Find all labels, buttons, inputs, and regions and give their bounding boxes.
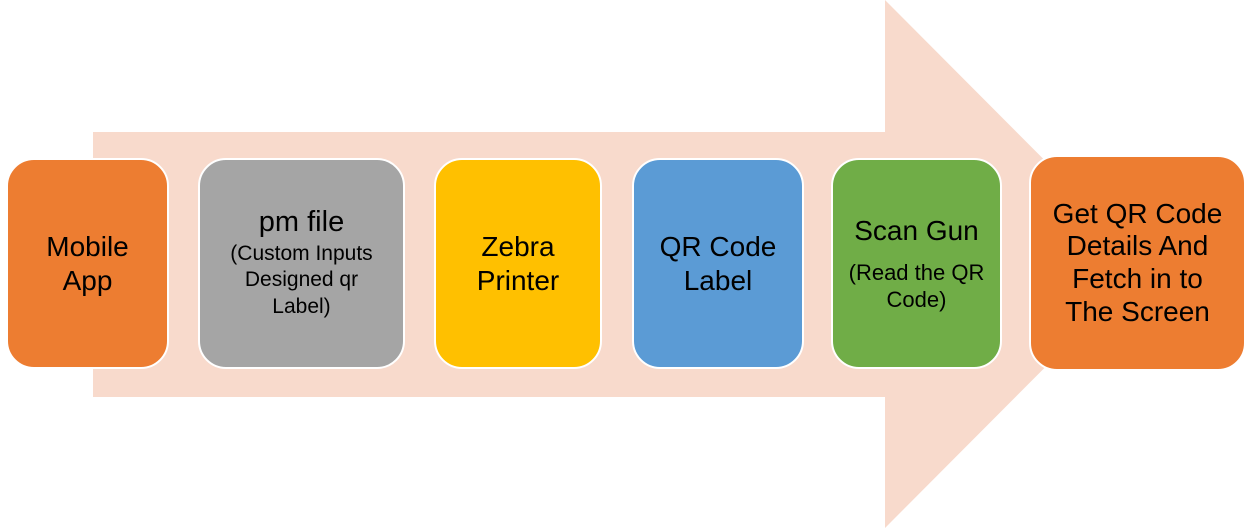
step-title: Scan Gun xyxy=(854,214,979,246)
step-box-mobile-app: Mobile App xyxy=(6,158,169,369)
step-box-scan-gun: Scan Gun (Read the QR Code) xyxy=(831,158,1002,369)
step-box-qr-code-label: QR Code Label xyxy=(632,158,804,369)
step-box-zebra-printer: Zebra Printer xyxy=(434,158,602,369)
step-subtitle: (Read the QR Code) xyxy=(848,259,985,312)
step-title: Mobile App xyxy=(46,230,129,296)
step-title: pm file xyxy=(258,205,345,238)
step-box-get-qr-code-details: Get QR Code Details And Fetch in to The … xyxy=(1029,155,1246,371)
step-box-pm-file: pm file (Custom Inputs Designed qr Label… xyxy=(198,158,405,369)
flow-arrow-shape xyxy=(93,0,1148,528)
step-title: Get QR Code Details And Fetch in to The … xyxy=(1052,197,1223,327)
step-subtitle: (Custom Inputs Designed qr Label) xyxy=(230,241,373,318)
step-title: Zebra Printer xyxy=(476,230,560,296)
step-title: QR Code Label xyxy=(659,230,777,296)
